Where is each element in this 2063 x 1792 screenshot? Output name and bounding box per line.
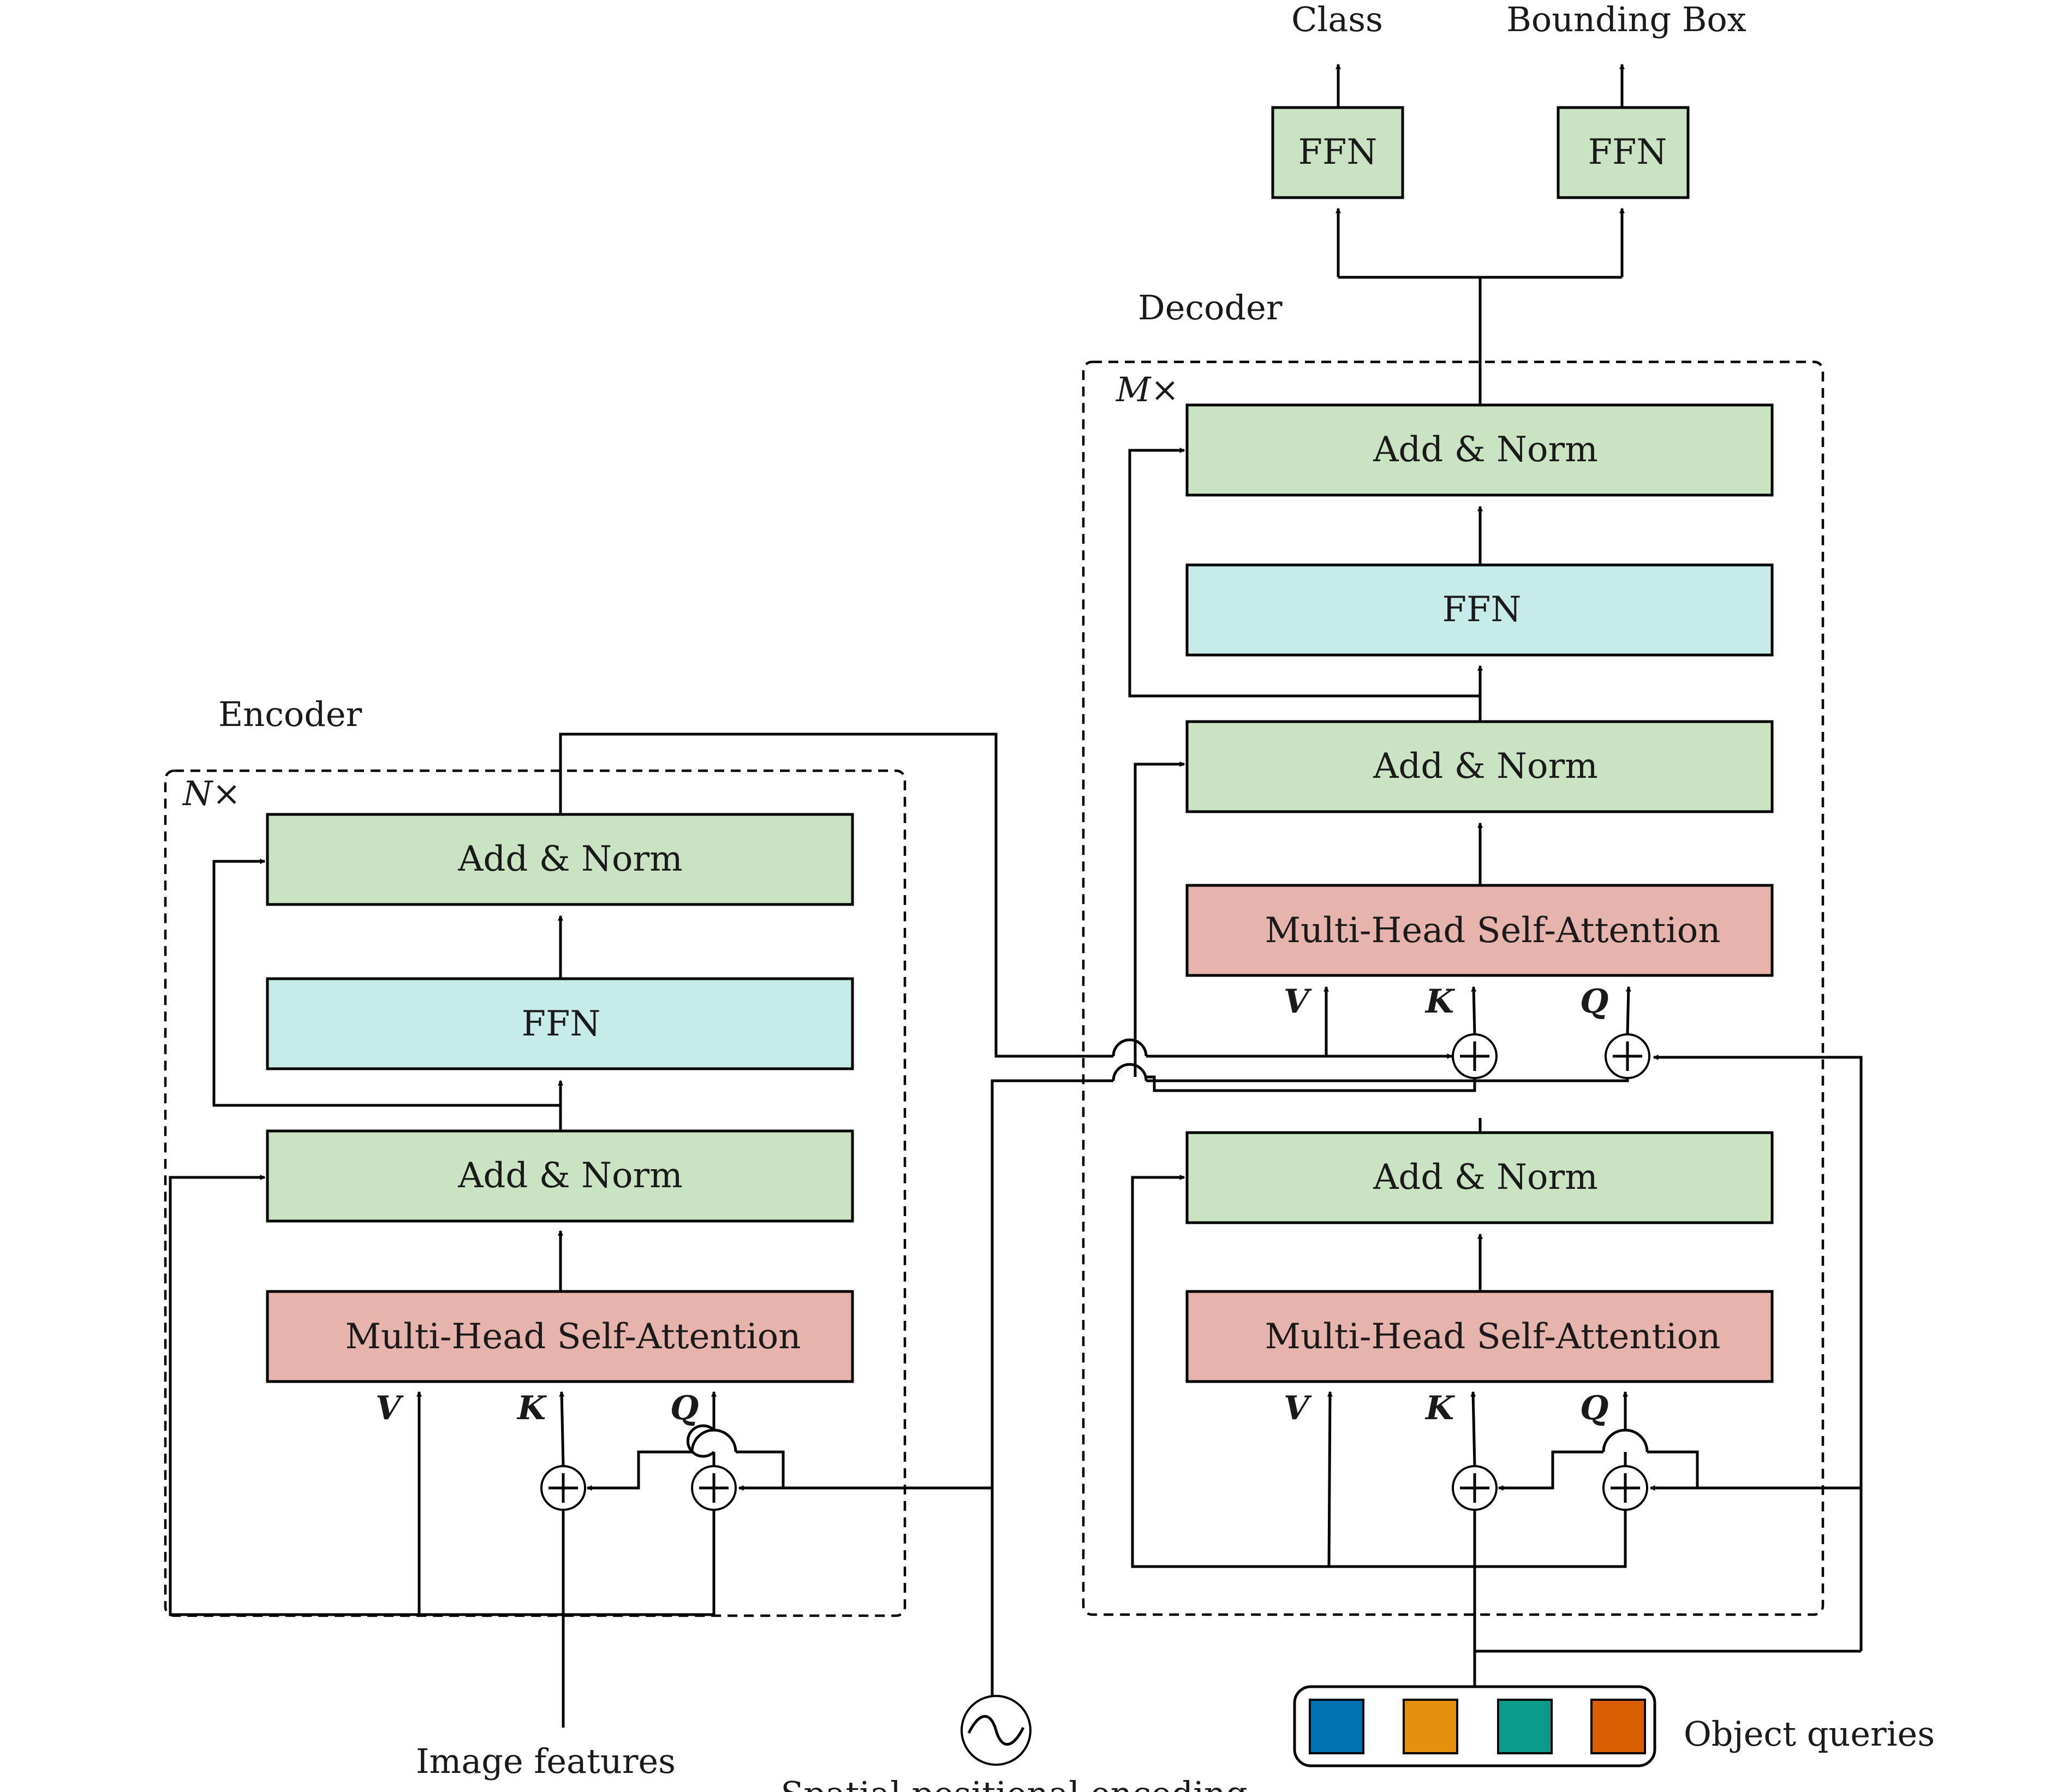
decoder-self-attention: Multi-Head Self-Attention (1185, 1290, 1774, 1383)
decoder-cross-query-plus-icon (1613, 1041, 1642, 1071)
class-output-label: Class (1291, 0, 1383, 39)
encoder-v-label: V (375, 1389, 404, 1427)
decoder-add-norm-bottom: Add & Norm (1185, 1131, 1774, 1224)
bbox-ffn: FFN (1557, 106, 1690, 199)
svg-text:FFN: FFN (1588, 132, 1667, 172)
decoder-cross-v-label: V (1284, 983, 1312, 1021)
encoder-q-label: Q (670, 1389, 699, 1427)
svg-text:Multi-Head Self-Attention: Multi-Head Self-Attention (1265, 910, 1721, 951)
svg-text:Add & Norm: Add & Norm (1373, 746, 1598, 787)
svg-text:Add & Norm: Add & Norm (1373, 1157, 1598, 1198)
encoder-wires (169, 733, 1148, 1728)
svg-text:FFN: FFN (522, 1004, 601, 1044)
encoder-key-plus-icon (548, 1473, 578, 1503)
decoder-wires (991, 277, 1863, 1698)
decoder-cross-attention: Multi-Head Self-Attention (1185, 884, 1774, 977)
decoder-title: Decoder (1138, 288, 1283, 328)
decoder-ffn: FFN (1185, 563, 1774, 657)
encoder-k-label: K (516, 1389, 547, 1427)
svg-text:FFN: FFN (1442, 590, 1522, 630)
svg-text:Add & Norm: Add & Norm (457, 1156, 683, 1196)
decoder-repeat-label: M× (1116, 370, 1179, 409)
decoder-add-norm-middle: Add & Norm (1185, 720, 1774, 813)
decoder-self-k-label: K (1424, 1389, 1456, 1427)
bbox-output-label: Bounding Box (1506, 0, 1746, 39)
encoder-add-norm-bottom: Add & Norm (266, 1129, 854, 1223)
encoder-add-norm-top: Add & Norm (266, 813, 854, 906)
object-query-token-2 (1403, 1699, 1458, 1754)
decoder-cross-k-label: K (1424, 983, 1456, 1021)
svg-text:Add & Norm: Add & Norm (1373, 430, 1598, 470)
decoder-add-norm-top: Add & Norm (1185, 403, 1774, 497)
encoder-self-attention: Multi-Head Self-Attention (266, 1290, 854, 1383)
object-query-token-4 (1590, 1699, 1646, 1754)
decoder-frame (1082, 360, 1824, 1616)
svg-text:Add & Norm: Add & Norm (457, 839, 683, 879)
decoder-self-q-label: Q (1580, 1389, 1608, 1427)
encoder-title: Encoder (218, 694, 362, 734)
object-query-token-3 (1497, 1699, 1553, 1754)
object-query-token-1 (1309, 1699, 1364, 1754)
positional-encoding-label: Spatial positional encoding (780, 1774, 1247, 1792)
object-queries-group (1293, 1651, 1656, 1767)
svg-text:Multi-Head Self-Attention: Multi-Head Self-Attention (345, 1317, 801, 1357)
output-head-wires (1335, 63, 1625, 279)
svg-text:Multi-Head Self-Attention: Multi-Head Self-Attention (1265, 1317, 1721, 1357)
decoder-self-query-plus-icon (1611, 1473, 1640, 1503)
encoder-query-plus-icon (699, 1473, 729, 1503)
encoder-repeat-label: N× (182, 773, 241, 813)
class-ffn: FFN (1271, 106, 1404, 199)
decoder-self-v-label: V (1284, 1389, 1312, 1427)
encoder-ffn: FFN (266, 977, 854, 1070)
image-features-label: Image features (416, 1741, 676, 1781)
positional-encoding-source (961, 1695, 1032, 1766)
decoder-self-key-plus-icon (1460, 1473, 1489, 1503)
svg-text:FFN: FFN (1298, 132, 1378, 172)
decoder-cross-key-plus-icon (1460, 1041, 1489, 1071)
decoder-cross-q-label: Q (1580, 983, 1608, 1021)
object-queries-label: Object queries (1684, 1714, 1935, 1754)
